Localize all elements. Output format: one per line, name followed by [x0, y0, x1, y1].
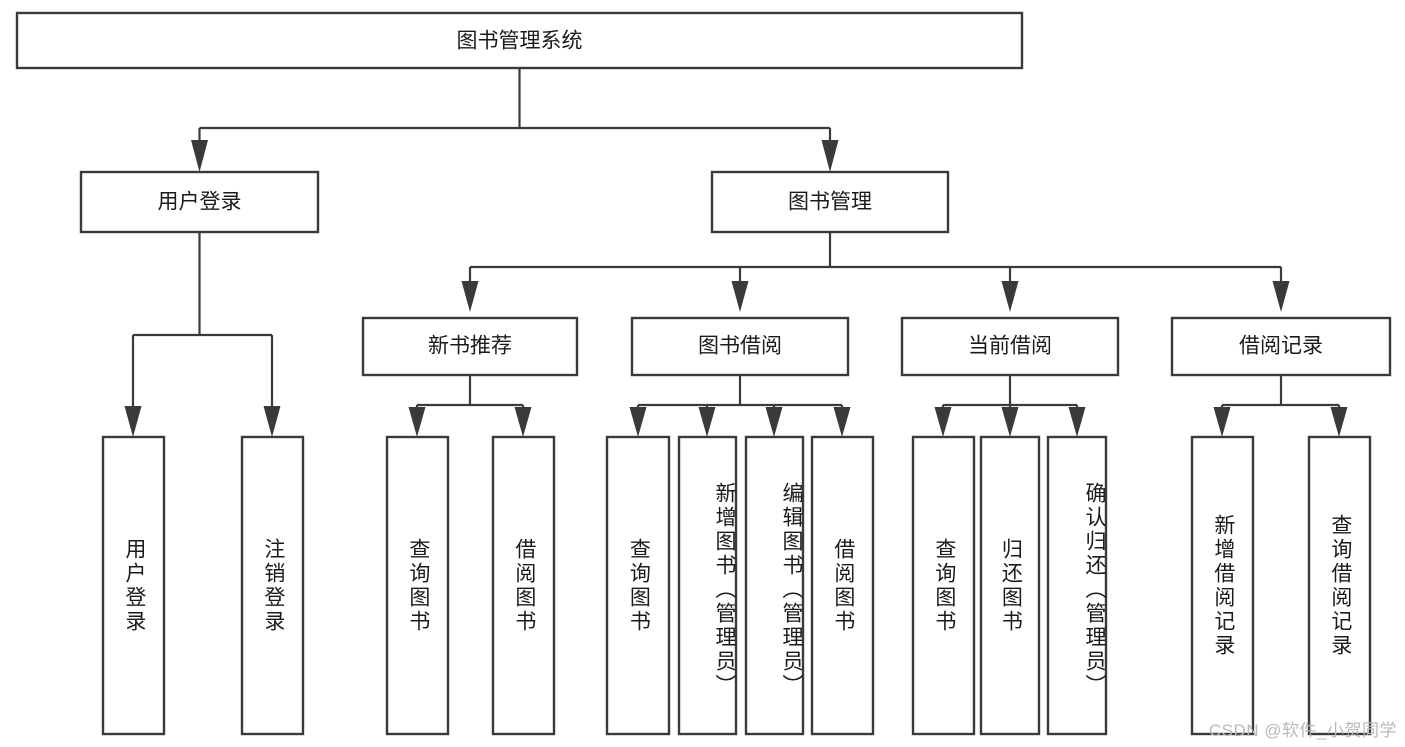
- node-root-label: 图书管理系统: [457, 30, 583, 53]
- node-current-borrow[interactable]: 当前借阅: [900, 316, 1120, 377]
- connector-group-book-borrow: [629, 375, 851, 437]
- node-user-login-label: 用户登录: [158, 191, 242, 214]
- leaf-box-query-book-2: [605, 435, 671, 736]
- leaf-box-add-book: [677, 435, 738, 736]
- connector-group-current-borrow: [934, 375, 1086, 437]
- leaf-box-query-book-3: [911, 435, 976, 736]
- leaf-box-query-book-1: [385, 435, 450, 736]
- node-borrow-record[interactable]: 借阅记录: [1170, 316, 1392, 377]
- leaf-box-confirm-return: [1046, 435, 1108, 736]
- node-user-login[interactable]: 用户登录: [79, 170, 320, 234]
- connector-group-book-manage: [461, 232, 1290, 312]
- leaf-box-edit-book: [744, 435, 805, 736]
- leaf-box-logout-login: [240, 435, 305, 736]
- node-new-book-recommend[interactable]: 新书推荐: [361, 316, 579, 377]
- leaf-box-user-login: [101, 435, 166, 736]
- node-book-borrow[interactable]: 图书借阅: [630, 316, 850, 377]
- node-book-manage[interactable]: 图书管理: [710, 170, 950, 234]
- leaf-box-group: [101, 435, 1372, 736]
- connector-group-borrow-record: [1213, 375, 1348, 437]
- leaf-box-borrow-book-2: [810, 435, 875, 736]
- leaf-box-return-book: [979, 435, 1041, 736]
- connector-group-user-login: [124, 232, 281, 437]
- node-book-manage-label: 图书管理: [788, 191, 872, 214]
- watermark-text: CSDN @软件_小贺同学: [1208, 721, 1397, 740]
- node-book-borrow-label: 图书借阅: [698, 335, 782, 358]
- connector-group-root: [191, 68, 839, 172]
- node-new-book-recommend-label: 新书推荐: [428, 335, 512, 358]
- leaf-box-query-record: [1307, 435, 1372, 736]
- node-root[interactable]: 图书管理系统: [15, 11, 1024, 70]
- leaf-box-add-record: [1190, 435, 1255, 736]
- node-current-borrow-label: 当前借阅: [968, 335, 1052, 358]
- leaf-box-borrow-book-1: [491, 435, 556, 736]
- node-borrow-record-label: 借阅记录: [1239, 335, 1323, 358]
- connector-group-new-book-recommend: [408, 375, 532, 437]
